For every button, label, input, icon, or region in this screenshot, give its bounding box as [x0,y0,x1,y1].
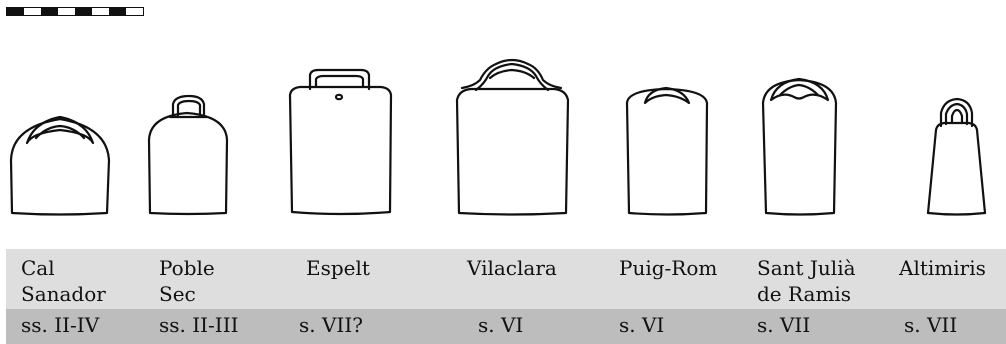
bell-name-cell: Poble Sec [159,256,215,306]
bell-puig-rom-drawing [625,86,709,216]
scale-bar-segment [58,8,75,15]
bell-date-cell: s. VI [619,313,665,337]
bell-espelt-drawing [288,68,393,216]
bell-drawings [9,58,987,216]
bell-poble-sec-drawing [147,94,229,216]
bell-name-cell: Sant Julià de Ramis [757,256,856,306]
bell-date-cell: ss. II-IV [21,313,100,337]
bell-name-cell: Espelt [306,256,370,280]
bell-date-cell: s. VII? [299,313,363,337]
bell-name-cell: Altimiris [899,256,986,280]
scale-bar-segment [126,8,143,15]
bell-name-cell: Puig-Rom [619,256,718,280]
bell-vilaclara-drawing [455,58,570,216]
scale-bar-segment [109,8,126,15]
bell-date-cell: s. VII [904,313,958,337]
bell-cal-sanador-drawing [9,115,111,216]
bell-name-cell: Cal Sanador [21,256,106,306]
scale-bar-segment [7,8,24,15]
scale-bar-segment [75,8,92,15]
names-row: Cal Sanador Poble Sec Espelt Vilaclara P… [6,249,1006,309]
bell-sant-julia-drawing [761,77,838,216]
scale-bar-segment [41,8,58,15]
scale-bar-segment [24,8,41,15]
bell-date-cell: s. VI [478,313,524,337]
bell-date-cell: ss. II-III [159,313,239,337]
bell-info-table: Cal Sanador Poble Sec Espelt Vilaclara P… [6,249,1006,344]
scale-bar-segment [92,8,109,15]
scale-bar [6,7,144,16]
bell-name-cell: Vilaclara [467,256,557,280]
bell-altimiris-drawing [926,97,987,216]
bell-date-cell: s. VII [757,313,811,337]
dates-row: ss. II-IV ss. II-III s. VII? s. VI s. VI… [6,309,1006,344]
